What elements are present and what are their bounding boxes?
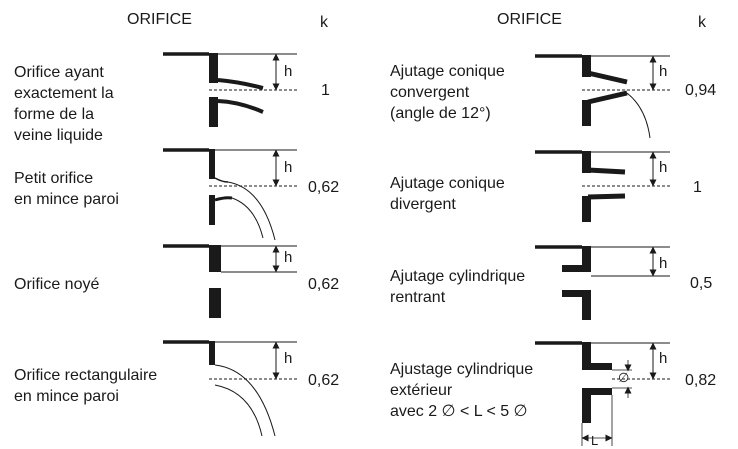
right-k-header: k (698, 14, 706, 31)
diagram-orifice-noye (163, 244, 297, 318)
k-value: 0,5 (690, 275, 713, 292)
label-line: convergent (390, 84, 470, 101)
label-cylindrique-rentrant: Ajutage cylindrique rentrant (390, 266, 525, 308)
h-label: h (284, 249, 293, 266)
label-line: Orifice rectangulaire (14, 367, 158, 384)
label-petit-orifice: Petit orifice en mince paroi (14, 168, 119, 210)
label-line: forme de la (14, 106, 95, 123)
k-value: 1 (693, 179, 702, 196)
label-line: exactement la (14, 85, 114, 102)
k-value: 0,94 (685, 82, 717, 99)
right-orifice-header: ORIFICE (497, 11, 562, 28)
h-label: h (659, 350, 668, 367)
h-label: h (284, 63, 293, 80)
left-orifice-header: ORIFICE (127, 11, 192, 28)
label-line: (angle de 12°) (390, 105, 491, 122)
diagram-conique-divergent (535, 150, 670, 222)
label-line: Ajustage cylindrique (390, 361, 534, 378)
h-label: h (284, 350, 293, 367)
label-line: avec 2 ∅ < L < 5 ∅ (390, 403, 528, 420)
k-value: 0,62 (308, 179, 340, 196)
label-orifice-veine: Orifice ayant exactement la forme de la … (14, 62, 114, 146)
diagram-conique-convergent (535, 54, 670, 139)
diagram-cylindrique-exterieur (535, 341, 670, 446)
label-line: Ajutage conique (390, 63, 505, 80)
k-value: 1 (321, 82, 330, 99)
h-label: h (659, 63, 668, 80)
label-line: rentrant (390, 289, 446, 306)
h-label: h (659, 255, 668, 272)
label-line: Orifice ayant (14, 64, 104, 81)
label-line: divergent (390, 196, 456, 213)
label-line: extérieur (390, 382, 453, 399)
h-label: h (659, 159, 668, 176)
label-line: Petit orifice (14, 170, 94, 187)
label-conique-convergent: Ajutage conique convergent (angle de 12°… (390, 61, 505, 124)
label-line: Ajutage conique (390, 175, 505, 192)
h-label: h (284, 159, 293, 176)
diagram-cylindrique-rentrant (535, 245, 670, 320)
label-orifice-rectangulaire: Orifice rectangulaire en mince paroi (14, 365, 157, 407)
label-cylindrique-exterieur: Ajustage cylindrique extérieur avec 2 ∅ … (390, 359, 533, 422)
label-orifice-noye: Orifice noyé (14, 274, 99, 295)
label-conique-divergent: Ajutage conique divergent (390, 173, 505, 215)
label-line: en mince paroi (14, 191, 119, 208)
diameter-label: ∅ (618, 370, 630, 385)
diagram-orifice-veine (163, 52, 297, 127)
k-value: 0,62 (308, 276, 340, 293)
diagram-petit-orifice (163, 148, 297, 241)
diagram-orifice-rectangulaire (163, 340, 297, 437)
label-line: en mince paroi (14, 388, 119, 405)
k-value: 0,82 (685, 372, 717, 389)
label-line: Ajutage cylindrique (390, 268, 526, 285)
k-value: 0,62 (308, 372, 340, 389)
label-line: veine liquide (14, 127, 103, 144)
left-k-header: k (320, 14, 328, 31)
label-line: Orifice noyé (14, 276, 100, 293)
